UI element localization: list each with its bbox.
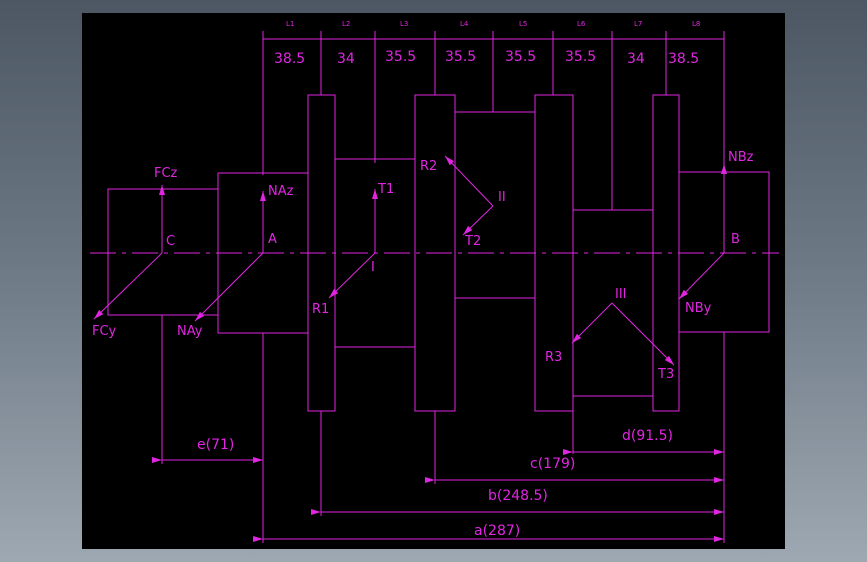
segment-value-2: 34 — [337, 51, 355, 67]
force-NAz-label: NAz — [268, 184, 294, 199]
segment-label-3: L3 — [400, 20, 408, 28]
drawing-canvas: L1 L2 L3 L4 L5 L6 L7 L8 38.5 34 35.5 35.… — [82, 13, 785, 549]
dim-c-label: c(179) — [530, 456, 575, 472]
section-II-label: II — [498, 190, 506, 205]
force-FCz-label: FCz — [154, 166, 178, 181]
segment-value-4: 35.5 — [445, 49, 476, 65]
segment-value-6: 35.5 — [565, 49, 596, 65]
force-R2-label: R2 — [420, 159, 437, 174]
force-FCy-label: FCy — [92, 324, 117, 339]
force-R3-arrow — [571, 302, 613, 344]
dim-e-label: e(71) — [197, 437, 234, 453]
segment-label-6: L6 — [577, 20, 586, 28]
dim-a: a(287) — [253, 523, 724, 542]
shaft-drawing: L1 L2 L3 L4 L5 L6 L7 L8 38.5 34 35.5 35.… — [90, 20, 779, 543]
segment-values: 38.5 34 35.5 35.5 35.5 35.5 34 38.5 — [274, 49, 699, 67]
top-dimension-chain — [262, 31, 725, 210]
segment-label-4: L4 — [460, 20, 469, 28]
dim-c: c(179) — [425, 456, 724, 483]
force-FCy-arrow — [93, 252, 163, 320]
segment-value-8: 38.5 — [668, 51, 699, 67]
force-R3-label: R3 — [545, 350, 562, 365]
segment-value-5: 35.5 — [505, 49, 536, 65]
force-T3-arrow — [611, 302, 675, 366]
force-T1-label: T1 — [377, 182, 394, 197]
segment-label-7: L7 — [634, 20, 642, 28]
force-R1-arrow — [328, 252, 376, 299]
force-NBz-label: NBz — [728, 150, 754, 165]
point-A-label: A — [268, 232, 277, 247]
dim-d-label: d(91.5) — [622, 428, 673, 444]
force-NAy-arrow — [194, 252, 264, 322]
force-NAy-label: NAy — [177, 324, 203, 339]
section-I-label: I — [371, 260, 375, 275]
segment-labels: L1 L2 L3 L4 L5 L6 L7 L8 — [286, 20, 700, 28]
force-T3-label: T3 — [657, 367, 674, 382]
force-NBy-arrow — [678, 252, 725, 300]
segment-value-3: 35.5 — [385, 49, 416, 65]
dim-d: d(91.5) — [563, 428, 724, 455]
segment-value-1: 38.5 — [274, 51, 305, 67]
point-B-label: B — [731, 232, 740, 247]
segment-value-7: 34 — [627, 51, 645, 67]
bottom-extension-lines — [161, 315, 725, 543]
force-T2-arrow — [462, 205, 494, 236]
force-R2-arrow — [444, 155, 494, 207]
dim-a-label: a(287) — [474, 523, 520, 539]
segment-label-8: L8 — [692, 20, 700, 28]
segment-label-1: L1 — [286, 20, 294, 28]
segment-label-5: L5 — [519, 20, 527, 28]
dim-e: e(71) — [152, 437, 263, 463]
point-C-label: C — [166, 234, 175, 249]
section-III-label: III — [615, 287, 627, 302]
force-T2-label: T2 — [464, 234, 481, 249]
force-R1-label: R1 — [312, 302, 329, 317]
dim-b: b(248.5) — [311, 488, 724, 515]
force-NBy-label: NBy — [685, 301, 712, 316]
segment-label-2: L2 — [342, 20, 350, 28]
dim-b-label: b(248.5) — [488, 488, 548, 504]
